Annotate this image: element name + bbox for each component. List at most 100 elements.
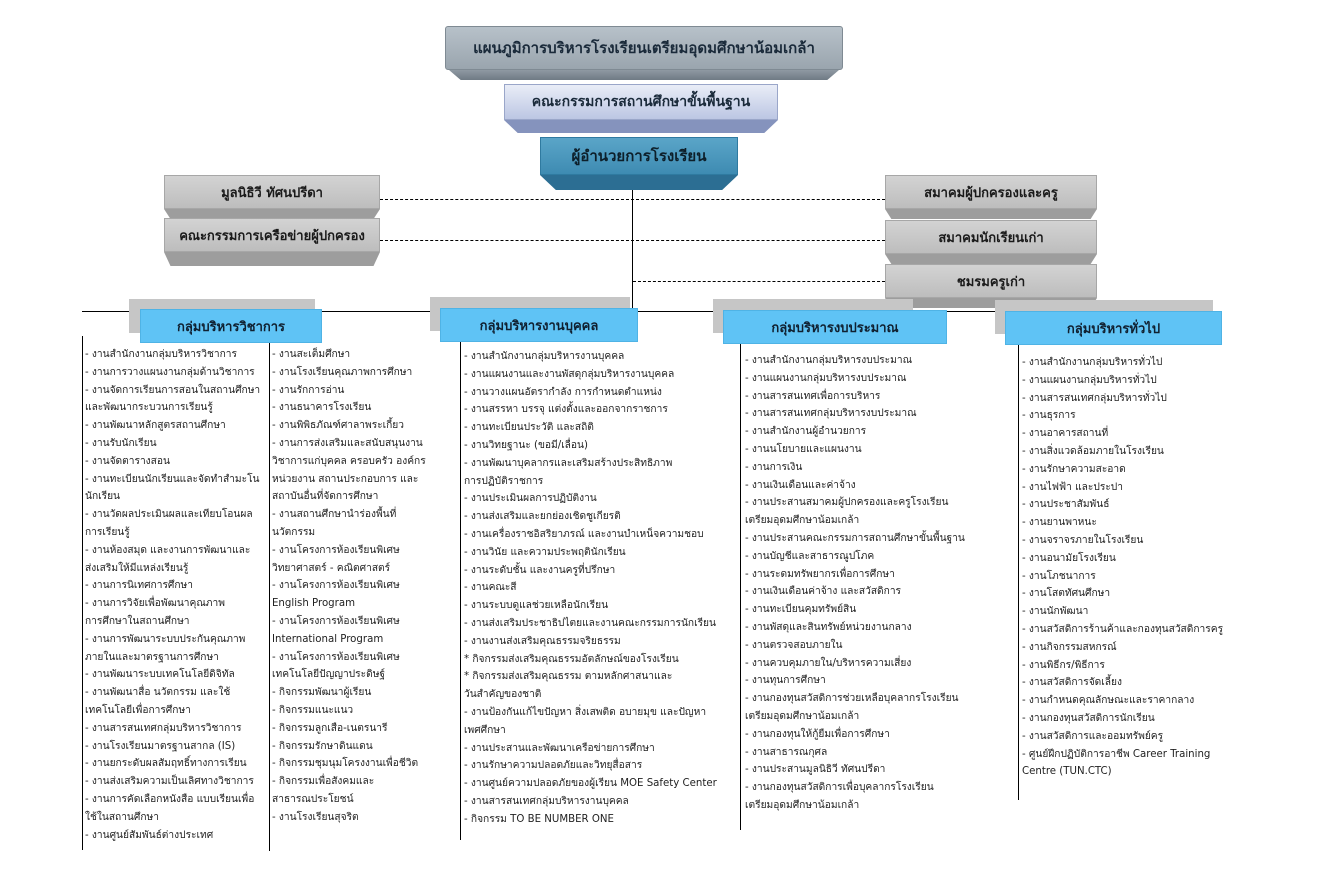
duty-item: - งานควบคุมภายใน/บริหารความเสี่ยง [745,657,912,669]
duty-item: - งานพัสดุและสินทรัพย์หน่วยงานกลาง [745,621,912,633]
retired-teachers-box: ชมรมครูเก่า [885,264,1097,298]
duty-item: - งานโรงเรียนสุจริต [272,811,359,823]
duty-item: - งานรักการอ่าน [272,384,345,396]
duty-item: - งานสารสนเทศกลุ่มบริหารวิชาการ [85,722,242,734]
duty-item: ใช้ในสถานศึกษา [85,811,159,823]
duty-item: - งานพัฒนาหลักสูตรสถานศึกษา [85,420,226,432]
academic-list-line [82,336,83,850]
duty-item: - งานสวัสดิการร้านค้าและกองทุนสวัสดิการค… [1022,623,1224,635]
parent-teacher-assoc-box: สมาคมผู้ปกครองและครู [885,175,1097,209]
duty-item: - งานสวัสดิการและออมทรัพย์ครู [1022,730,1164,742]
duty-item: - ศูนย์ฝึกปฏิบัติการอาชีพ Career Trainin… [1022,748,1211,760]
duty-item: เทคโนโลยีเพื่อการศึกษา [85,704,191,716]
duty-item: สถาบันอื่นที่จัดการศึกษา [272,491,379,503]
duty-item: - งานการส่งเสริมและสนับสนุนงาน [272,437,423,449]
duty-item: * กิจกรรมส่งเสริมคุณธรรมอัตลักษณ์ของโรงเ… [464,653,679,665]
duty-item: - งานระดับชั้น และงานครูที่ปรึกษา [464,564,616,576]
duty-item: - งานสารสนเทศเพื่อการบริหาร [745,390,881,402]
duty-item: - กิจกรรมรักษาดินแดน [272,740,373,752]
director-box: ผู้อำนวยการโรงเรียน [540,137,738,175]
duty-item: - งานห้องสมุด และงานการพัฒนาและ [85,544,251,556]
duty-item: - งานโรงเรียนมาตรฐานสากล (IS) [85,740,236,752]
duty-item: - งานกำหนดคุณลักษณะและราคากลาง [1022,695,1195,707]
duty-item: - งานพัฒนาระบบเทคโนโลยีดิจิทัล [85,669,235,681]
duty-item: - งานการนิเทศการศึกษา [85,580,193,592]
duty-item: - งานคณะสี [464,582,517,594]
duty-item: - งานสะเต็มศึกษา [272,349,351,360]
duty-item: - งานสำนักงานกลุ่มบริหารงบประมาณ [745,355,913,366]
duty-item: - งานส่งเสริมความเป็นเลิศทางวิชาการ [85,776,254,788]
duty-item: - งานทะเบียนคุมทรัพย์สิน [745,604,857,616]
duty-item: - งานวินัย และความประพฤตินักเรียน [464,546,626,558]
duty-item: - งานโสตทัศนศึกษา [1022,588,1111,600]
duty-item: - งานนักพัฒนา [1022,606,1089,618]
duty-item: - งานจราจรภายในโรงเรียน [1022,534,1144,546]
dash-connector-network [380,240,885,241]
budget-group-header: กลุ่มบริหารงบประมาณ [723,310,947,344]
duty-item: วันสำคัญของชาติ [464,689,542,701]
duty-item: - กิจกรรมพัฒนาผู้เรียน [272,687,372,699]
duty-item: - งานยานพาหนะ [1022,517,1097,529]
duty-item: - กิจกรรมเพื่อสังคมและ [272,776,375,788]
duty-item: - งานสถานศึกษานำร่องพื้นที่ [272,509,397,521]
duty-item: - งานธุรการ [1022,410,1076,422]
duty-item: - กิจกรรมลูกเสือ-เนตรนารี [272,722,388,734]
parent-network-box-shadow [164,252,380,266]
duty-item: - งานส่งเสริมและยกย่องเชิดชูเกียรติ [464,511,621,523]
duty-item: - งานนโยบายและแผนงาน [745,443,862,455]
duty-item: * กิจกรรมส่งเสริมคุณธรรม ตามหลักศาสนาและ [464,671,673,683]
committee-box: คณะกรรมการสถานศึกษาขั้นพื้นฐาน [504,84,778,120]
parent-network-box: คณะกรรมการเครือข่ายผู้ปกครอง [164,218,380,252]
duty-item: - งานระดมทรัพยากรเพื่อการศึกษา [745,568,895,580]
duty-item: เตรียมอุดมศึกษาน้อมเกล้า [745,799,860,811]
budget-list: - งานสำนักงานกลุ่มบริหารงบประมาณ - งานแผน… [745,352,965,815]
duty-item: - งานพิธีกร/พิธีการ [1022,659,1105,671]
committee-shadow [504,120,778,133]
alumni-assoc-box: สมาคมนักเรียนเก่า [885,220,1097,254]
personnel-group-header: กลุ่มบริหารงานบุคคล [440,308,638,342]
duty-item: - งานรักษาความปลอดภัยและวิทยุสื่อสาร [464,760,643,772]
duty-item: - งานพิพิธภัณฑ์ศาลาพระเกี้ยว [272,420,404,432]
foundation-box: มูลนิธิวี ทัศนปรีดา [164,175,380,209]
duty-item: - งานโครงการห้องเรียนพิเศษ [272,580,400,592]
academic-group-header: กลุ่มบริหารวิชาการ [140,309,322,343]
groups-bus [82,311,1212,312]
duty-item: - งานเงินเดือนและค่าจ้าง [745,479,856,491]
duty-item: - งานกองทุนสวัสดิการช่วยเหลือบุคลากรโรงเ… [745,693,959,705]
duty-item: เตรียมอุดมศึกษาน้อมเกล้า [745,515,860,527]
duty-item: ส่งเสริมให้มีแหล่งเรียนรู้ [85,562,189,574]
general-list-line [1018,345,1019,800]
duty-item: - งานตรวจสอบภายใน [745,639,843,651]
duty-item: หน่วยงาน สถานประกอบการ และ [272,473,419,485]
duty-item: - งานอนามัยโรงเรียน [1022,552,1116,564]
duty-item: - งานกิจกรรมสหกรณ์ [1022,641,1117,653]
duty-item: - งานกองทุนสวัสดิการนักเรียน [1022,712,1155,724]
chart-title-shadow [449,70,839,80]
duty-item: การศึกษาในสถานศึกษา [85,615,190,627]
duty-item: - งานสำนักงานกลุ่มบริหารวิชาการ [85,349,237,360]
duty-item: - งานทุนการศึกษา [745,675,826,687]
duty-item: - กิจกรรมแนะแนว [272,704,354,716]
duty-item: - งานประสานมูลนิธิวี ทัศนปรีดา [745,764,886,776]
duty-item: นักเรียน [85,491,121,503]
general-list: - งานสำนักงานกลุ่มบริหารทั่วไป- งานแผนงา… [1022,354,1223,781]
retired-teachers-box-shadow [885,298,1097,308]
duty-item: เพศศึกษา [464,724,506,736]
general-group-header: กลุ่มบริหารทั่วไป [1005,311,1222,345]
duty-item: - งานจัดตารางสอน [85,455,170,467]
duty-item: English Program [272,598,356,610]
duty-item: นวัตกรรม [272,526,316,538]
duty-item: - งานจัดการเรียนการสอนในสถานศึกษา [85,384,261,396]
duty-item: - งานเงินเดือนค่าจ้าง และสวัสดิการ [745,586,902,598]
duty-item: - งานเครื่องราชอิสริยาภรณ์ และงานบำเหน็จ… [464,528,704,540]
duty-item: - งานทะเบียนประวัติ และสถิติ [464,422,594,434]
duty-item: - งานโรงเรียนคุณภาพการศึกษา [272,366,413,378]
duty-item: - งานสรรหา บรรจุ แต่งตั้งและออกจากราชการ [464,404,668,416]
duty-item: - งานสาธารณกุศล [745,746,828,758]
duty-item: วิทยาศาสตร์ - คณิตศาสตร์ [272,562,391,574]
duty-item: - งานสารสนเทศกลุ่มบริหารงบประมาณ [745,408,917,420]
duty-item: Centre (TUN.CTC) [1022,766,1112,778]
duty-item: วิชาการแก่บุคคล ครอบครัว องค์กร [272,455,426,467]
duty-item: - งานแผนงานกลุ่มบริหารงบประมาณ [745,372,907,384]
duty-item: - งานวิทยฐานะ (ขอมี/เลื่อน) [464,439,588,451]
